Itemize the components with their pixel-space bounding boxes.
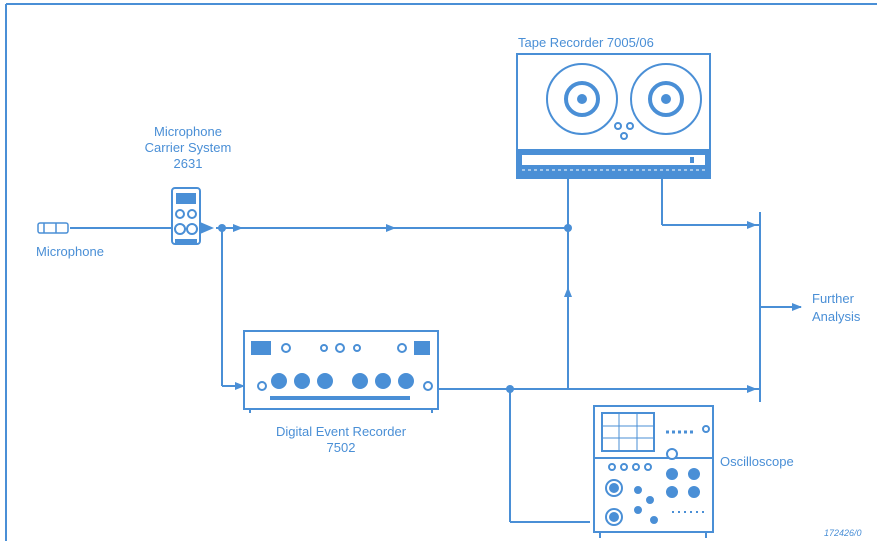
event-recorder-label-line1: Digital Event Recorder <box>275 424 407 439</box>
carrier-system-icon <box>171 187 214 245</box>
figure-frame <box>5 3 877 541</box>
carrier-label-line1: Microphone <box>154 124 222 139</box>
microphone-icon <box>37 222 69 234</box>
junction-dot <box>506 385 514 393</box>
analysis-label-line1: Further <box>812 291 854 306</box>
event-recorder-label-line2: 7502 <box>326 440 356 455</box>
tape-recorder-icon <box>516 53 711 179</box>
carrier-label-line3: 2631 <box>173 156 203 171</box>
carrier-label-line2: Carrier System <box>144 140 232 155</box>
analysis-label-line2: Analysis <box>812 309 861 324</box>
tape-recorder-label: Tape Recorder 7005/06 <box>518 35 654 50</box>
junction-dot <box>564 224 572 232</box>
junction-dots <box>218 224 572 393</box>
figure-code-label: 172426/0 <box>824 528 862 538</box>
carrier-system-label: Microphone Carrier System 2631 <box>118 124 258 172</box>
event-recorder-label: Digital Event Recorder 7502 <box>236 424 446 456</box>
further-analysis-label: Further Analysis <box>812 290 860 326</box>
digital-event-recorder-icon <box>243 330 439 413</box>
oscilloscope-icon <box>593 405 714 538</box>
oscilloscope-label: Oscilloscope <box>720 454 794 469</box>
junction-dot <box>218 224 226 232</box>
flow-arrows <box>222 221 802 393</box>
microphone-label: Microphone <box>36 244 104 259</box>
